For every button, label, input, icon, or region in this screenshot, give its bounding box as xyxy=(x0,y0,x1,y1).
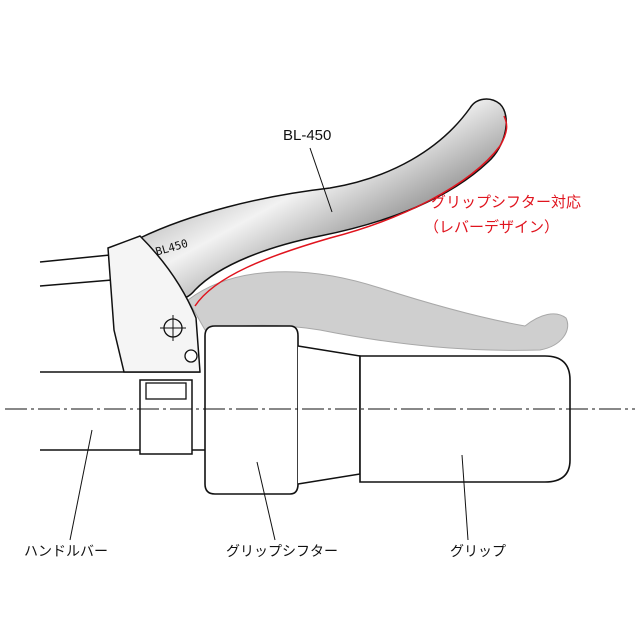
lever-bracket xyxy=(107,235,201,373)
label-grip: グリップ xyxy=(450,544,506,560)
brake-cable-bottom xyxy=(39,279,113,287)
label-grip-shifter: グリップシフター xyxy=(226,544,338,560)
brake-cable-top xyxy=(39,254,111,263)
grip-body xyxy=(359,355,571,483)
clamp-bolt xyxy=(145,382,187,400)
feature-subtitle: （レバーデザイン） xyxy=(424,218,560,236)
leader-handlebar xyxy=(69,429,93,541)
redesign-outline xyxy=(194,115,508,307)
leader-grip xyxy=(461,454,469,541)
adjuster-screw xyxy=(184,349,198,363)
grip-shifter-neck xyxy=(297,345,361,485)
label-handlebar: ハンドルバー xyxy=(24,544,108,560)
leader-grip-shifter xyxy=(256,461,276,541)
leader-model xyxy=(309,147,333,213)
model-label: BL-450 xyxy=(283,127,332,144)
ghost-lever-redesign xyxy=(187,271,569,351)
grip-shifter-body xyxy=(204,325,299,495)
feature-title: グリップシフター対応 xyxy=(431,193,582,211)
